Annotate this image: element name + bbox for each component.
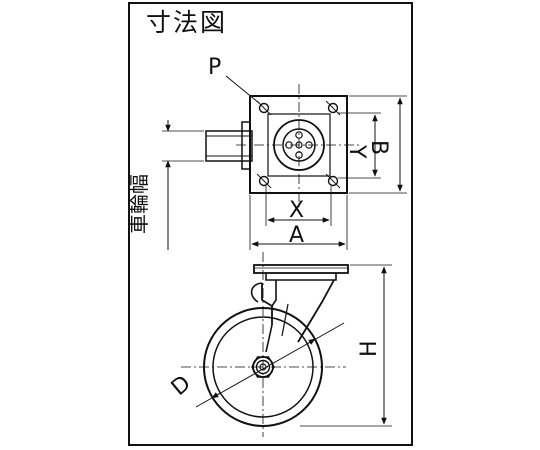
drawing-frame xyxy=(128,2,413,446)
top-view xyxy=(205,84,362,208)
bolt-hole-icon xyxy=(256,100,341,189)
dimension-h xyxy=(300,264,392,427)
label-d: D xyxy=(167,371,196,401)
label-y: Y xyxy=(344,144,369,159)
p-leader xyxy=(225,75,260,104)
dimension-b xyxy=(349,95,407,194)
label-p: P xyxy=(208,55,221,80)
dimension-x xyxy=(265,186,332,226)
label-b: B xyxy=(366,140,391,155)
drawing-title: 寸法図 xyxy=(146,8,228,37)
side-view xyxy=(181,252,349,437)
label-a: A xyxy=(289,223,304,248)
label-x: X xyxy=(289,198,304,223)
dimension-y xyxy=(338,112,381,179)
dimension-a xyxy=(249,195,348,250)
label-wheel-width: 車輪幅 xyxy=(127,174,151,234)
dimension-wheel-width xyxy=(162,120,204,250)
label-h: H xyxy=(357,340,382,357)
dimension-d xyxy=(195,322,345,408)
